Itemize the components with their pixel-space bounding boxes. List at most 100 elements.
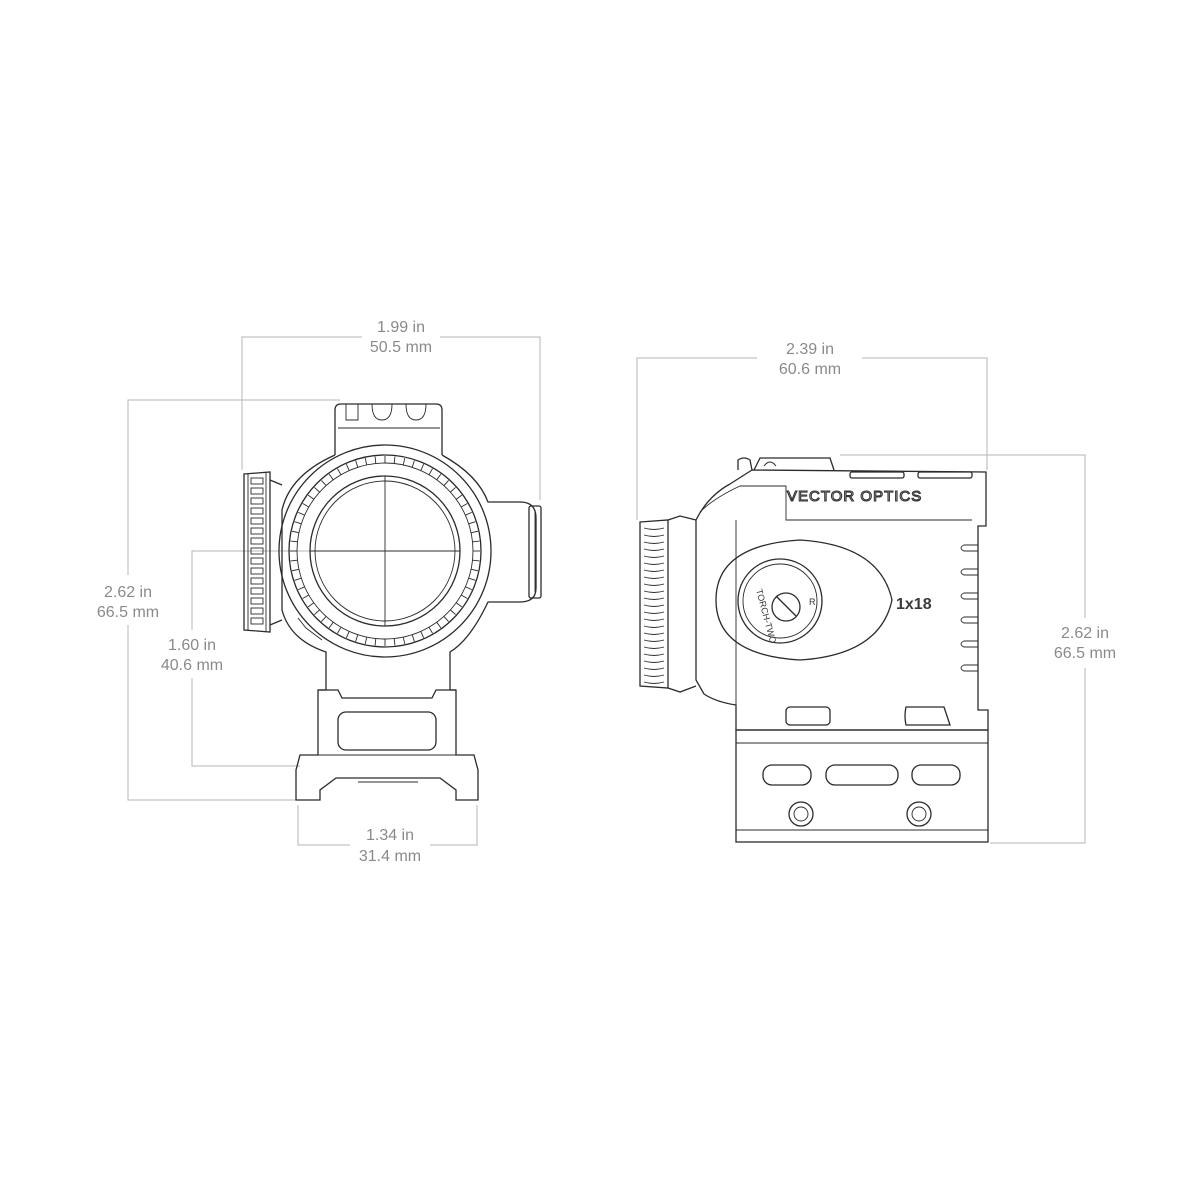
- side-knurl-line: [643, 590, 665, 593]
- knurl-segment: [250, 567, 264, 575]
- lens-tooth: [455, 602, 463, 608]
- knurl-segment: [250, 597, 264, 605]
- knurl-segment: [250, 477, 264, 485]
- knurl-segment: [250, 587, 264, 595]
- lens-tooth: [443, 480, 449, 486]
- dial-center-slot: [771, 592, 801, 622]
- side-view: 2.39 in 60.6 mm 2.62 in 66.5 mm VECTOR O…: [636, 341, 1116, 844]
- lens-tooth: [472, 559, 480, 562]
- lens-tooth: [374, 456, 377, 464]
- illumination-dial[interactable]: [737, 558, 823, 644]
- side-knurl-line: [643, 597, 665, 600]
- lens-tooth: [450, 609, 456, 615]
- side-groove: [960, 616, 978, 624]
- lens-tooth: [321, 480, 327, 486]
- side-knurl-line: [643, 639, 665, 642]
- knurl-segment: [250, 547, 264, 555]
- side-knurl-line: [643, 583, 665, 586]
- lens-tooth: [294, 521, 302, 525]
- lens-tooth: [314, 487, 320, 493]
- side-body-ridge: [699, 485, 972, 521]
- side-knurl-line: [643, 569, 665, 572]
- lens-tooth: [302, 594, 310, 599]
- top-turret: [334, 403, 443, 455]
- lens-tooth: [355, 634, 359, 642]
- lens-tooth: [470, 530, 479, 534]
- illumination-dial-panel: TORCH-TWO R: [715, 539, 893, 661]
- side-length-dimension: 2.39 in 60.6 mm: [636, 341, 988, 520]
- side-knurl-line: [643, 625, 665, 628]
- front-height-metric: 66.5 mm: [97, 604, 159, 621]
- lens-tooth: [468, 577, 476, 581]
- lens-tooth: [428, 468, 433, 476]
- lens-tooth: [298, 586, 305, 591]
- lens-tooth: [443, 616, 449, 622]
- side-height-imperial: 2.62 in: [1061, 625, 1109, 642]
- knurl-segment: [250, 507, 264, 515]
- front-center-imperial: 1.60 in: [168, 637, 216, 654]
- side-knurl-line: [643, 562, 665, 565]
- lens-tooth: [355, 460, 359, 468]
- side-knurl-line: [643, 527, 665, 530]
- side-knurl-line: [643, 667, 665, 670]
- base-slot-right: [904, 706, 951, 726]
- side-knurl-line: [643, 674, 665, 677]
- lens-tooth: [328, 473, 334, 481]
- side-knurl-line: [643, 611, 665, 614]
- lens-tooth: [436, 473, 442, 481]
- side-groove: [960, 568, 978, 576]
- side-knurl-line: [643, 646, 665, 649]
- lens-tooth: [472, 540, 480, 543]
- lens-tooth: [345, 631, 350, 638]
- lens-tooth: [307, 494, 315, 500]
- knurl-segment: [250, 487, 264, 495]
- lens-tooth: [294, 577, 302, 581]
- lens-tooth: [364, 636, 368, 645]
- knurl-segment: [250, 577, 264, 585]
- lens-tooth: [460, 503, 468, 508]
- side-height-dimension: 2.62 in 66.5 mm: [840, 454, 1116, 844]
- dial-label-r: R: [809, 597, 816, 607]
- lens-tooth: [298, 511, 305, 516]
- front-mount-width-dimension: 1.34 in 31.4 mm: [297, 805, 478, 865]
- lens-tooth: [393, 456, 396, 464]
- knurl-segment: [250, 617, 264, 625]
- lens-tooth: [455, 494, 463, 500]
- knurl-segment: [250, 537, 264, 545]
- lens-tooth: [411, 634, 415, 642]
- side-groove: [960, 544, 978, 552]
- lens-tooth: [307, 602, 315, 608]
- right-turret: [528, 505, 542, 599]
- lens-tooth: [291, 530, 300, 534]
- lens-tooth: [402, 457, 406, 466]
- knurl-segment: [250, 557, 264, 565]
- lens-tooth: [328, 621, 334, 629]
- front-lens: [278, 444, 492, 658]
- knurl-segment: [250, 517, 264, 525]
- side-knurl-line: [643, 660, 665, 663]
- side-knurl-line: [643, 548, 665, 551]
- side-knurl-line: [643, 681, 665, 684]
- side-groove: [960, 640, 978, 648]
- side-body-outline: [695, 469, 989, 731]
- front-height-dimension: 2.62 in 66.5 mm: [97, 399, 340, 801]
- side-knurled-ring: [639, 515, 697, 693]
- model-marking: 1x18: [896, 596, 932, 613]
- side-knurl-line: [643, 604, 665, 607]
- front-height-imperial: 2.62 in: [104, 584, 152, 601]
- lens-tooth: [374, 638, 377, 646]
- lens-tooth: [470, 568, 479, 572]
- front-width-imperial: 1.99 in: [377, 319, 425, 336]
- front-mount-metric: 31.4 mm: [359, 848, 421, 865]
- side-knurl-line: [643, 632, 665, 635]
- front-width-dimension: 1.99 in 50.5 mm: [241, 319, 541, 500]
- lens-tooth: [290, 540, 298, 543]
- front-body-outline: [281, 454, 537, 690]
- lens-tooth: [337, 468, 342, 476]
- side-knurl-line: [643, 653, 665, 656]
- lens-tooth: [402, 636, 406, 645]
- knurl-segment: [250, 527, 264, 535]
- brand-marking: VECTOR OPTICS: [787, 488, 922, 505]
- lens-tooth: [321, 616, 327, 622]
